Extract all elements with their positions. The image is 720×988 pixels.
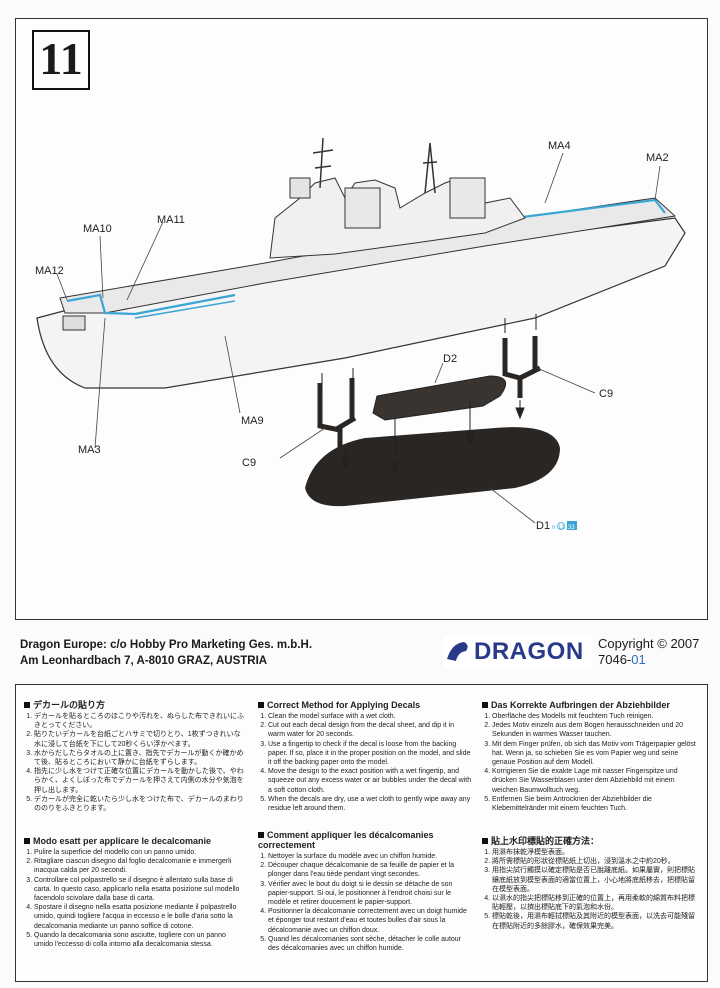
mast-aft xyxy=(422,142,438,194)
instructions-de-list: Oberfläche des Modells mit feuchtem Tuch… xyxy=(482,712,697,813)
address-block: Dragon Europe: c/o Hobby Pro Marketing G… xyxy=(20,637,312,669)
list-item: 水からだしたらタオルの上に置き、指先でデカールが動くか確かめて後、貼るところにお… xyxy=(34,749,246,767)
d1-ref-prefix: n xyxy=(552,525,555,531)
dragon-logo: DRAGON xyxy=(444,636,592,668)
decal-instructions-panel xyxy=(15,684,708,982)
instructions-fr: Comment appliquer les décalcomanies corr… xyxy=(258,830,473,953)
address-line-2: Am Leonhardbach 7, A-8010 GRAZ, AUSTRIA xyxy=(20,655,268,667)
instructions-zh: 貼上水印標貼的正確方法： 用濕布抹乾淨模型表面。 將所需標貼的形狀從標貼紙上切出… xyxy=(482,836,697,931)
list-item: Mit dem Finger prüfen, ob sich das Motiv… xyxy=(492,740,697,768)
d1-ref-2-box xyxy=(567,521,577,530)
instructions-en: Correct Method for Applying Decals Clean… xyxy=(258,700,473,813)
label-ma9: MA9 xyxy=(241,415,264,427)
list-item: 指先に少し水をつけて正確な位置にデカールを動かした後で、やわらかく、よくしぼった… xyxy=(34,767,246,795)
logo-wordmark: DRAGON xyxy=(474,638,584,665)
label-d1: D1 xyxy=(536,520,550,532)
list-item: Entfernen Sie beim Antrocknen der Abzieh… xyxy=(492,795,697,813)
label-ma3: MA3 xyxy=(78,444,101,456)
instructions-de: Das Korrekte Aufbringen der Abziehbilder… xyxy=(482,700,697,813)
label-ma2: MA2 xyxy=(646,152,669,164)
assembly-diagram: MA4 MA2 MA11 MA10 MA12 MA9 MA3 D2 C9 C9 … xyxy=(35,137,686,532)
instructions-en-title: Correct Method for Applying Decals xyxy=(258,700,473,710)
stand-plate-d2 xyxy=(372,375,507,421)
bow-gun xyxy=(62,315,86,331)
list-item: Move the design to the exact position wi… xyxy=(268,767,473,795)
label-d2: D2 xyxy=(443,353,457,365)
list-item: Quand les décalcomanies sont sèche, déta… xyxy=(268,935,473,953)
list-item: Ritagliare ciascun disegno dal foglio de… xyxy=(34,857,246,875)
instructions-it-title: Modo esatt per applicare le decalcomanie xyxy=(24,836,246,846)
list-item: Korrigieren Sie die exakte Lage mit nass… xyxy=(492,767,697,795)
list-item: Jedes Motiv einzeln aus dem Bogen heraus… xyxy=(492,721,697,739)
instructions-de-title: Das Korrekte Aufbringen der Abziehbilder xyxy=(482,700,697,710)
list-item: Positionner la décalcomanie correctement… xyxy=(268,907,473,935)
list-item: Use a fingertip to check if the decal is… xyxy=(268,740,473,768)
kit-code-prefix: 7046- xyxy=(598,652,632,667)
list-item: Cut out each decal design from the decal… xyxy=(268,721,473,739)
label-c9-left: C9 xyxy=(242,457,256,469)
list-item: Nettoyer la surface du modèle avec un ch… xyxy=(268,852,473,861)
list-item: When the decals are dry, use a wet cloth… xyxy=(268,795,473,813)
radar-dome xyxy=(289,177,311,199)
address-line-1: Dragon Europe: c/o Hobby Pro Marketing G… xyxy=(20,639,313,651)
stand-post-c9-right xyxy=(502,336,542,398)
list-item: デカールが完全に乾いたら少し水をつけた布で、デカールのまわりののりをふきとります… xyxy=(34,795,246,813)
list-item: 將所需標貼的形狀從標貼紙上切出，浸到溫水之中約20秒。 xyxy=(492,857,697,866)
list-item: Quando la decalcomania sono asciutte, to… xyxy=(34,931,246,949)
leader-lines xyxy=(56,152,661,524)
dragon-logo-emblem-icon xyxy=(447,642,468,661)
d1-ref-1: 12 xyxy=(558,525,565,531)
list-item: Spostare il disegno nella esatta posizio… xyxy=(34,903,246,931)
stand-base-d1 xyxy=(305,427,560,507)
list-item: デカールを貼るところのほこりや汚れを、ぬらした布できれいにふきとってください。 xyxy=(34,712,246,730)
instructions-it-list: Pulire la superficie del modello con un … xyxy=(24,848,246,949)
list-item: 標貼乾後，用濕布輕拭標貼及其附近的模型表面，以洗去可能殘留在標貼附近的多餘膠水，… xyxy=(492,912,697,930)
list-item: 以濕水的指尖把標貼移到正確的位置上，再用柔軟的綿質布料把標貼輕壓，以擠出標貼底下… xyxy=(492,894,697,912)
instructions-jp-title: デカールの貼り方 xyxy=(24,700,246,710)
copyright-text: Copyright © 2007 xyxy=(598,636,700,651)
instructions-en-list: Clean the model surface with a wet cloth… xyxy=(258,712,473,813)
list-item: 貼りたいデカールを台紙ごとハサミで切りとり、1枚ずつきれいな水に浸して台紙を下に… xyxy=(34,730,246,748)
label-ma10: MA10 xyxy=(83,223,112,235)
list-item: 用指尖試行觸摸以確定標貼是否已脫離底紙。如果屬實，則把標貼鑲底紙放到模型表面的適… xyxy=(492,866,697,894)
funnel-aft xyxy=(449,177,486,219)
kit-code-suffix: 01 xyxy=(631,652,646,667)
list-item: Clean the model surface with a wet cloth… xyxy=(268,712,473,721)
list-item: Controllare col polpastrello se il diseg… xyxy=(34,876,246,904)
step-number: 11 xyxy=(32,30,90,90)
assembly-arrows xyxy=(321,314,537,477)
instructions-jp: デカールの貼り方 デカールを貼るところのほこりや汚れを、ぬらした布できれいにふき… xyxy=(24,700,246,813)
list-item: Oberfläche des Modells mit feuchtem Tuch… xyxy=(492,712,697,721)
instructions-zh-title: 貼上水印標貼的正確方法： xyxy=(482,836,697,846)
list-item: Découper chaque décalcomanie de sa feuil… xyxy=(268,861,473,879)
funnel-forward xyxy=(344,187,381,229)
d1-ref-2: 33 xyxy=(568,525,575,531)
mast-forward xyxy=(312,137,334,189)
instructions-zh-list: 用濕布抹乾淨模型表面。 將所需標貼的形狀從標貼紙上切出，浸到溫水之中約20秒。 … xyxy=(482,848,697,931)
deck-stripe-aft xyxy=(66,293,236,316)
copyright-block: Copyright © 2007 7046-01 xyxy=(598,636,699,668)
instructions-fr-list: Nettoyer la surface du modèle avec un ch… xyxy=(258,852,473,953)
instructions-fr-title: Comment appliquer les décalcomanies corr… xyxy=(258,830,434,850)
label-c9-right: C9 xyxy=(599,388,613,400)
stand-post-c9-left xyxy=(317,378,357,448)
list-item: Pulire la superficie del modello con un … xyxy=(34,848,246,857)
label-ma11: MA11 xyxy=(157,214,185,226)
label-ma12: MA12 xyxy=(35,265,64,277)
instructions-jp-list: デカールを貼るところのほこりや汚れを、ぬらした布できれいにふきとってください。 … xyxy=(24,712,246,813)
list-item: 用濕布抹乾淨模型表面。 xyxy=(492,848,697,857)
deck-stripe-side xyxy=(134,300,236,319)
ref-circle-d1 xyxy=(557,522,565,530)
kit-code: 7046-01 xyxy=(598,652,699,668)
label-ma4: MA4 xyxy=(548,140,571,152)
instructions-it: Modo esatt per applicare le decalcomanie… xyxy=(24,836,246,949)
list-item: Vérifier avec le bout du doigt si le des… xyxy=(268,880,473,908)
